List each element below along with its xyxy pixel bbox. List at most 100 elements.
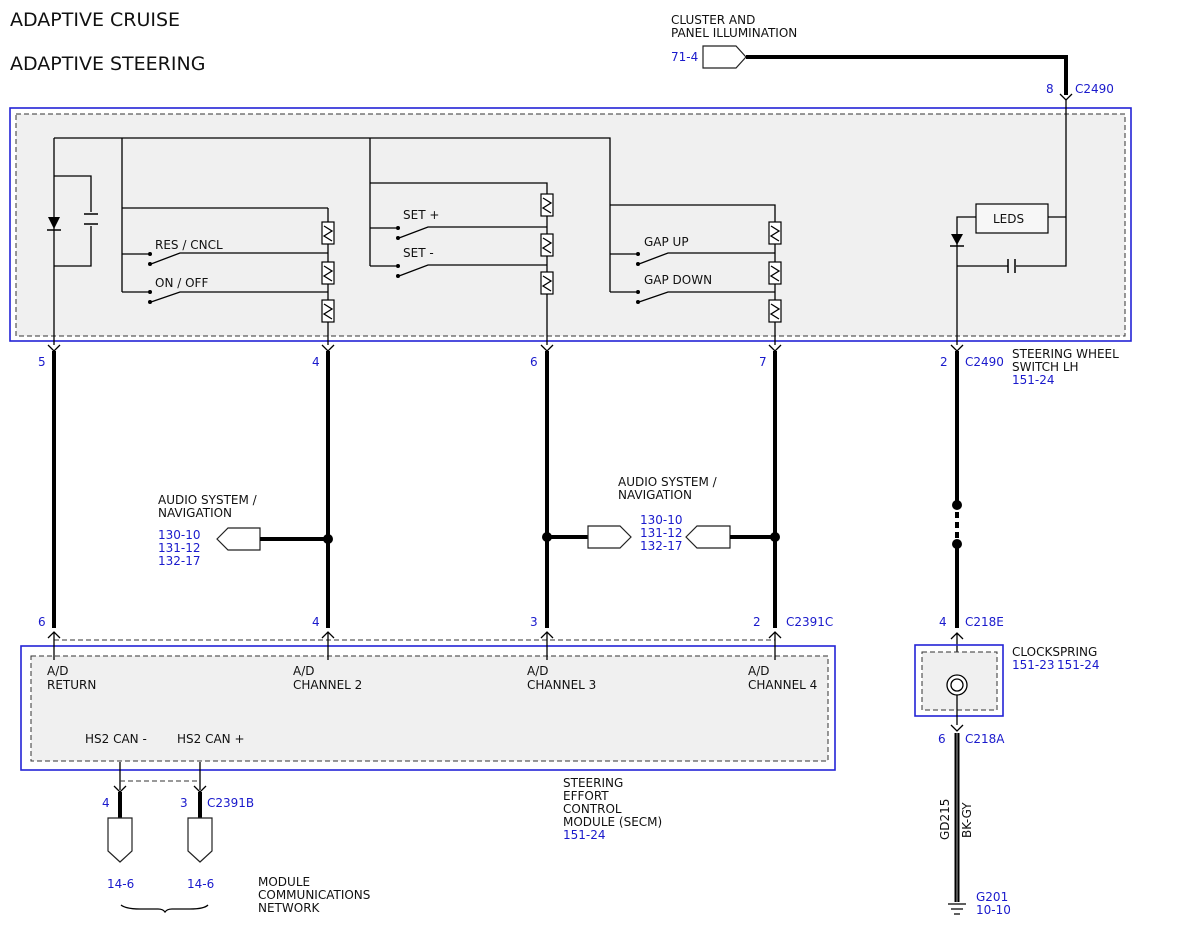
- audio-right-connector: [685, 525, 731, 549]
- set-plus-label: SET +: [403, 208, 439, 222]
- secm-name-4: MODULE (SECM): [563, 815, 662, 829]
- secm-ad-ch4-1: A/D: [748, 664, 770, 678]
- switch-name-2: SWITCH LH: [1012, 360, 1079, 374]
- clockspring-connector-c218e: C218E: [965, 615, 1004, 629]
- can-minus-page-ref[interactable]: 14-6: [107, 877, 134, 891]
- can-pin-3: 3: [180, 796, 188, 810]
- switch-name-1: STEERING WHEEL: [1012, 347, 1119, 361]
- steering-wheel-switch-box: [9, 107, 1132, 342]
- switch-page-ref[interactable]: 151-24: [1012, 373, 1055, 387]
- res-cncl-label: RES / CNCL: [155, 238, 223, 252]
- splice-led-upper: [952, 500, 962, 510]
- splice-channel-2: [323, 534, 333, 544]
- clockspring-pin-4: 4: [939, 615, 947, 629]
- audio-right-label-2: NAVIGATION: [618, 488, 692, 502]
- diagram-title-adaptive-steering: ADAPTIVE STEERING: [10, 53, 205, 75]
- secm-ad-return-1: A/D: [47, 664, 69, 678]
- diagram-title-adaptive-cruise: ADAPTIVE CRUISE: [10, 9, 180, 31]
- led-diode-symbol: [951, 234, 963, 245]
- switch-pin-2: 2: [940, 355, 948, 369]
- switch-pin-4: 4: [312, 355, 320, 369]
- audio-right-label-1: AUDIO SYSTEM /: [618, 475, 718, 489]
- res-cncl-switch: [122, 207, 329, 345]
- secm-inner: [30, 655, 829, 762]
- ground-circuit-label: GD215: [938, 799, 952, 840]
- network-label-3: NETWORK: [258, 901, 321, 915]
- gap-down-label: GAP DOWN: [644, 273, 712, 287]
- steering-wheel-switch-inner: [15, 113, 1126, 337]
- switch-top-bus: [54, 137, 611, 292]
- cluster-illumination-label-1: CLUSTER AND: [671, 13, 755, 27]
- set-minus-label: SET -: [403, 246, 434, 260]
- secm-pin-4: 4: [312, 615, 320, 629]
- secm-ad-ch2-1: A/D: [293, 664, 315, 678]
- set-switch: [370, 182, 548, 345]
- switch-pin-6: 6: [530, 355, 538, 369]
- splice-led-lower: [952, 539, 962, 549]
- illumination-pin-8: 8: [1046, 82, 1054, 96]
- secm-can-plus-label: HS2 CAN +: [177, 732, 245, 746]
- leds-label: LEDS: [993, 212, 1024, 226]
- audio-left-ref-1[interactable]: 130-10: [158, 528, 201, 542]
- audio-right-ref-3[interactable]: 132-17: [640, 539, 683, 553]
- diode-symbol: [48, 217, 60, 229]
- secm-name-3: CONTROL: [563, 802, 622, 816]
- secm-can-minus-label: HS2 CAN -: [85, 732, 147, 746]
- diode-branch: [53, 138, 92, 345]
- audio-left-label-1: AUDIO SYSTEM /: [158, 493, 258, 507]
- led-circuit: [956, 100, 1067, 345]
- can-minus-connector: [107, 817, 133, 863]
- switch-pin-5: 5: [38, 355, 46, 369]
- secm-ad-ch3-1: A/D: [527, 664, 549, 678]
- secm-ad-ch3-2: CHANNEL 3: [527, 678, 596, 692]
- clockspring-box: [914, 644, 1004, 717]
- splice-channel-4: [770, 532, 780, 542]
- gap-up-label: GAP UP: [644, 235, 689, 249]
- secm-name-2: EFFORT: [563, 789, 609, 803]
- secm-ad-return-2: RETURN: [47, 678, 96, 692]
- can-plus-connector: [187, 817, 213, 863]
- clockspring-name: CLOCKSPRING: [1012, 645, 1097, 659]
- secm-ad-ch2-2: CHANNEL 2: [293, 678, 362, 692]
- secm-name-1: STEERING: [563, 776, 623, 790]
- can-pin-4: 4: [102, 796, 110, 810]
- cluster-illumination-connector: [702, 45, 747, 69]
- clockspring-page-2[interactable]: 151-24: [1057, 658, 1100, 672]
- ground-symbol: [948, 903, 966, 915]
- network-brace: [120, 904, 209, 914]
- audio-center-connector: [587, 525, 632, 549]
- ground-page-ref[interactable]: 10-10: [976, 903, 1011, 917]
- secm-box: [20, 645, 836, 771]
- leds-box: [975, 203, 1049, 234]
- clockspring-pin-6: 6: [938, 732, 946, 746]
- network-label-2: COMMUNICATIONS: [258, 888, 370, 902]
- cluster-illumination-page-ref[interactable]: 71-4: [671, 50, 698, 64]
- secm-pin-6: 6: [38, 615, 46, 629]
- network-label-1: MODULE: [258, 875, 310, 889]
- cluster-illumination-label-2: PANEL ILLUMINATION: [671, 26, 797, 40]
- audio-left-label-2: NAVIGATION: [158, 506, 232, 520]
- audio-right-ref-2[interactable]: 131-12: [640, 526, 683, 540]
- clockspring-page-1[interactable]: 151-23: [1012, 658, 1055, 672]
- illumination-wire: [746, 55, 1068, 95]
- secm-page-ref[interactable]: 151-24: [563, 828, 606, 842]
- can-plus-page-ref[interactable]: 14-6: [187, 877, 214, 891]
- secm-ad-ch4-2: CHANNEL 4: [748, 678, 817, 692]
- secm-pin-3: 3: [530, 615, 538, 629]
- switch-pin-7: 7: [759, 355, 767, 369]
- audio-left-ref-2[interactable]: 131-12: [158, 541, 201, 555]
- illumination-connector-c2490: C2490: [1075, 82, 1114, 96]
- audio-left-connector: [216, 527, 261, 551]
- switch-connector-c2490: C2490: [965, 355, 1004, 369]
- clockspring-connector-c218a: C218A: [965, 732, 1005, 746]
- gap-switch: [609, 204, 776, 345]
- clockspring-coil-icon: [946, 674, 968, 696]
- audio-right-ref-1[interactable]: 130-10: [640, 513, 683, 527]
- ground-wire-color: BK-GY: [960, 802, 974, 838]
- on-off-label: ON / OFF: [155, 276, 208, 290]
- can-connector-c2391b: C2391B: [207, 796, 254, 810]
- audio-left-ref-3[interactable]: 132-17: [158, 554, 201, 568]
- ground-g201: G201: [976, 890, 1008, 904]
- secm-connector-c2391c: C2391C: [786, 615, 833, 629]
